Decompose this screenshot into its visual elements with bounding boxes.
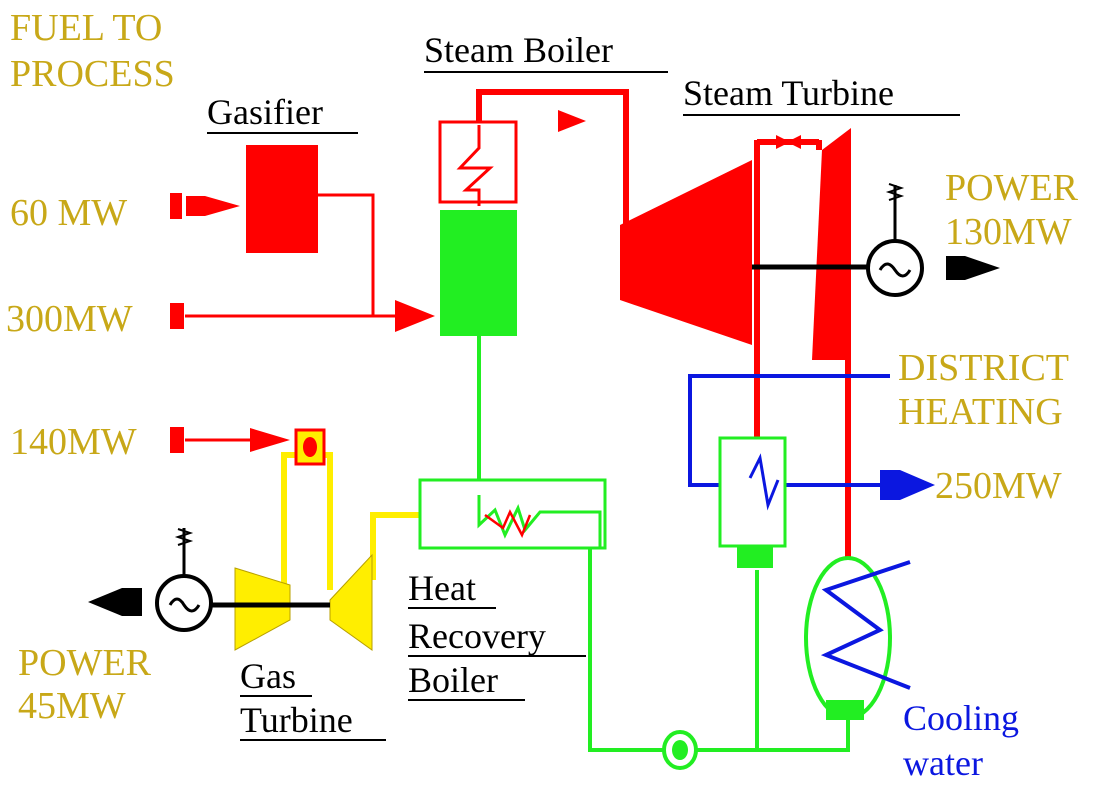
steam-power-output-arrow (940, 256, 1000, 280)
steam-boiler-label: Steam Boiler (424, 30, 613, 70)
gas-power-label: POWER (18, 642, 152, 684)
district-heat-exchanger (718, 436, 787, 568)
gas-generator (88, 528, 213, 632)
fuel-to-process-label-2: PROCESS (10, 53, 175, 95)
cooling-water-label: Cooling (903, 698, 1019, 738)
boiler-furnace (440, 210, 517, 336)
heat-recovery-label: Heat (408, 568, 476, 608)
steam-flow-arrow (558, 110, 586, 132)
district-heating-value: 250MW (935, 465, 1062, 507)
heat-recovery-label-2: Recovery (408, 616, 546, 656)
fuel-input-arrows (170, 193, 435, 453)
district-output-arrow (880, 470, 935, 500)
steam-power-value: 130MW (945, 211, 1072, 253)
fuel-input-140-label: 140MW (10, 421, 137, 463)
condenser (804, 556, 911, 720)
heat-recovery-label-3: Boiler (408, 660, 498, 700)
gas-turbine-label: Gas (240, 656, 296, 696)
steam-turbine-label: Steam Turbine (683, 73, 894, 113)
steam-boiler (438, 120, 518, 336)
fuel-input-300-label: 300MW (6, 298, 133, 340)
steam-power-label: POWER (945, 167, 1079, 209)
gas-power-value: 45MW (18, 685, 126, 727)
steam-turbine (620, 128, 851, 360)
gasifier-label: Gasifier (207, 92, 323, 132)
district-heating-label: DISTRICT (898, 347, 1069, 389)
fuel-input-60-label: 60 MW (10, 192, 127, 234)
steam-generator (866, 183, 1000, 297)
fuel-to-process-label: FUEL TO (10, 7, 162, 49)
cooling-water-label-2: water (903, 743, 983, 783)
gas-turbine (234, 553, 373, 651)
heat-recovery-boiler (418, 478, 607, 550)
district-heating-label-2: HEATING (898, 391, 1063, 433)
gas-turbine-label-2: Turbine (240, 700, 353, 740)
gasifier-block (246, 145, 318, 253)
fuel-lines (185, 193, 405, 442)
gas-power-output-arrow (88, 588, 148, 616)
feed-pump (662, 730, 698, 770)
